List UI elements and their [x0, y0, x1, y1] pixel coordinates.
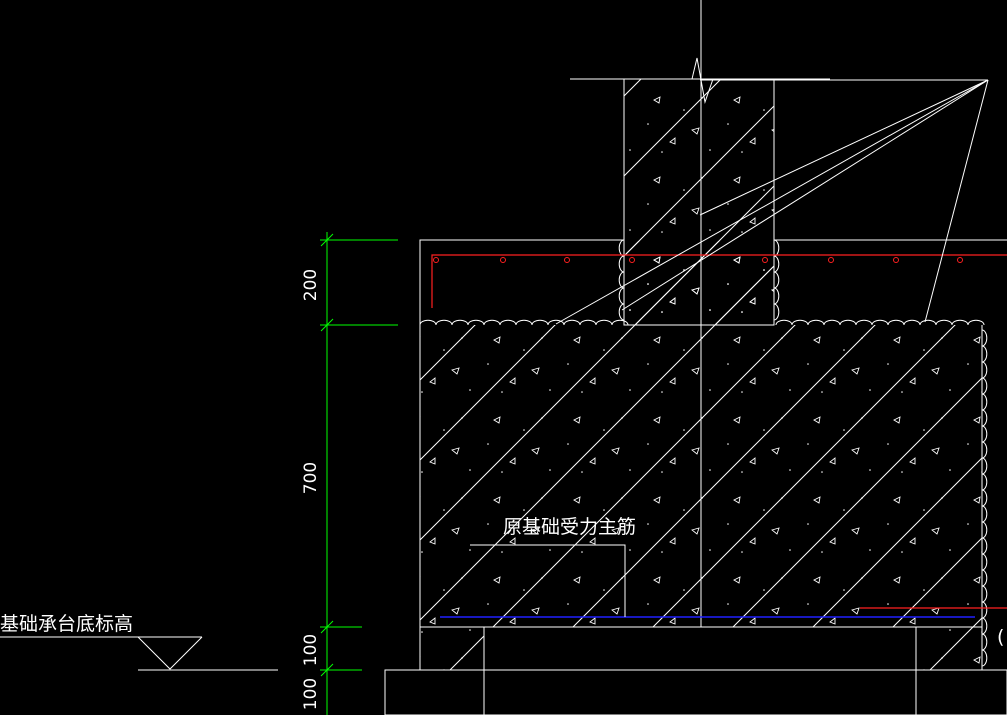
- rebar-section-dot: [500, 257, 506, 263]
- rebar-section-dot: [828, 257, 834, 263]
- rebar-section-dot: [433, 257, 439, 263]
- elevation-label: 基础承台底标高: [0, 613, 133, 635]
- scallop-vertical: [618, 239, 625, 321]
- edge-mark: (: [997, 626, 1004, 648]
- scallop-vertical: [773, 239, 780, 321]
- scallop-horizontal: [419, 319, 629, 326]
- top-rebar: [431, 254, 1007, 308]
- main-rebar-leader: [470, 544, 626, 617]
- dimension-chain: [320, 232, 398, 715]
- rebar-section-dot: [957, 257, 963, 263]
- cushion-block-inner: [483, 626, 917, 715]
- scallop-horizontal: [775, 319, 985, 326]
- original-footing-concrete: [420, 241, 982, 670]
- rebar-section-dot: [629, 257, 635, 263]
- elevation-marker: [0, 636, 278, 671]
- cushion-block-outer: [384, 669, 1007, 715]
- rebar-section-dot: [762, 257, 768, 263]
- dimension-700: 700: [301, 462, 321, 494]
- dimension-200: 200: [301, 269, 321, 301]
- leader-lines: [555, 79, 989, 325]
- dimension-100-lower: 100: [301, 678, 321, 710]
- dimension-100-upper: 100: [301, 634, 321, 666]
- rebar-section-dot: [564, 257, 570, 263]
- scallop-vertical: [981, 329, 988, 667]
- main-rebar-label: 原基础受力主筋: [503, 516, 636, 538]
- rebar-section-dot: [893, 257, 899, 263]
